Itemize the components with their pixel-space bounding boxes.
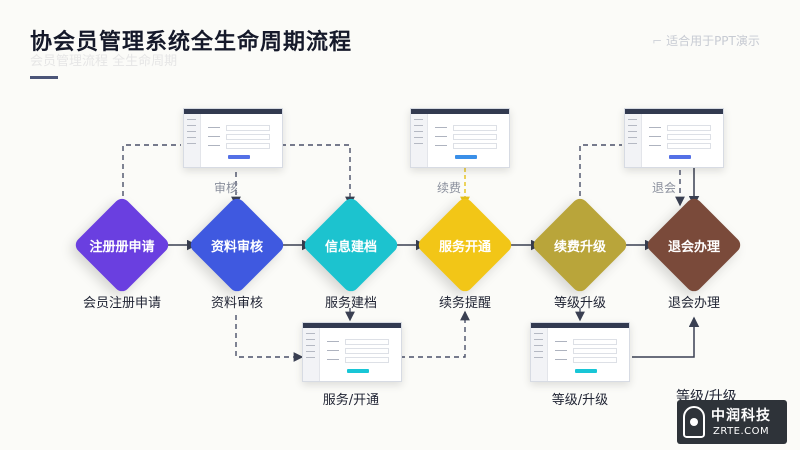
caption-upgrade: 等级升级 — [553, 296, 606, 311]
dashed-link-lower-right — [400, 310, 470, 358]
flow-label-review: 审核 — [214, 181, 239, 195]
node-register[interactable]: 注册册申请 — [72, 195, 172, 295]
bottom-label-level: 等级/升级 — [551, 393, 609, 408]
dashed-link-apply — [122, 144, 181, 205]
dashed-link-upgrade — [579, 144, 622, 205]
bottom-label-service: 服务/开通 — [322, 393, 380, 408]
solid-link-level-quit — [632, 316, 700, 358]
node-quit[interactable]: 退会办理 — [644, 195, 744, 295]
flow-label-quit: 退会 — [652, 181, 677, 195]
caption-register: 会员注册申请 — [82, 296, 161, 311]
dashed-link-archive — [281, 144, 355, 207]
node-quit-label: 退会办理 — [667, 239, 720, 255]
node-archive[interactable]: 信息建档 — [301, 195, 401, 295]
node-upgrade[interactable]: 续费升级 — [530, 195, 630, 295]
form-screen-service — [302, 322, 402, 382]
node-review[interactable]: 资料审核 — [187, 195, 287, 295]
caption-archive: 服务建档 — [324, 296, 377, 311]
form-screen-level — [530, 322, 630, 382]
form-screen-quit — [624, 108, 724, 168]
node-archive-label: 信息建档 — [324, 239, 377, 255]
brand-logo: 中润科技 ZRTE.COM — [677, 400, 787, 444]
node-activate-label: 服务开通 — [438, 239, 491, 255]
node-review-label: 资料审核 — [210, 239, 263, 255]
dashed-link-lower-left — [235, 315, 304, 362]
form-screen-review — [183, 108, 283, 168]
logo-text-en: ZRTE.COM — [713, 426, 770, 437]
node-register-label: 注册册申请 — [89, 239, 155, 255]
caption-activate: 续务提醒 — [438, 296, 491, 311]
page-title: 协会员管理系统全生命周期流程 — [30, 30, 353, 55]
ppt-tag: 适合用于PPT演示 — [652, 32, 760, 49]
logo-text-cn: 中润科技 — [711, 408, 771, 424]
logo-drop-icon — [683, 406, 705, 438]
node-upgrade-label: 续费升级 — [553, 239, 606, 255]
ghost-subtitle: 会员管理流程 全生命周期 — [30, 54, 178, 69]
form-screen-renew — [410, 108, 510, 168]
caption-review: 资料审核 — [210, 296, 263, 311]
bottom-label-cut: 等级/升级 — [676, 389, 737, 400]
title-accent-bar — [30, 76, 58, 79]
caption-quit: 退会办理 — [667, 296, 720, 311]
node-activate[interactable]: 服务开通 — [415, 195, 515, 295]
flow-label-renew: 续费 — [437, 181, 462, 195]
